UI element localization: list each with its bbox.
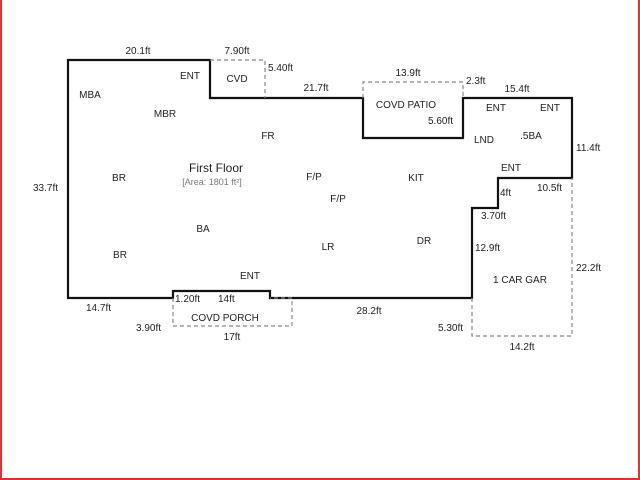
room-lnd: LND xyxy=(474,135,494,146)
room-br-upper: BR xyxy=(112,173,126,184)
dim-bottom-mid: 28.2ft xyxy=(356,306,381,317)
room-covd-patio: COVD PATIO xyxy=(376,100,436,111)
dim-patio-depth: 5.60ft xyxy=(428,116,453,127)
dim-cvd-width: 7.90ft xyxy=(224,46,249,57)
dim-porch-top: 14ft xyxy=(218,294,235,305)
dim-right-upper: 11.4ft xyxy=(576,143,600,154)
room-dr: DR xyxy=(417,236,431,247)
room-ent-mid: ENT xyxy=(501,163,521,174)
room-fp2: F/P xyxy=(330,194,346,205)
room-lr: LR xyxy=(322,242,335,253)
dim-patio-width: 13.9ft xyxy=(395,68,420,79)
room-mbr: MBR xyxy=(154,109,176,120)
room-fr: FR xyxy=(261,131,274,142)
dim-garage-right: 22.2ft xyxy=(576,263,601,274)
room-mba: MBA xyxy=(79,90,101,101)
room-kit: KIT xyxy=(408,173,424,184)
dim-step-small: 4ft xyxy=(500,188,511,199)
room-cvd: CVD xyxy=(226,74,247,85)
room-half-ba: .5BA xyxy=(520,131,542,142)
dim-porch-step: 1.20ft xyxy=(175,294,200,305)
room-br-lower: BR xyxy=(113,250,127,261)
covd-porch-outline xyxy=(172,297,293,327)
covd-patio-outline xyxy=(362,81,464,98)
dim-cvd-depth: 5.40ft xyxy=(268,63,293,74)
cvd-outline xyxy=(210,59,266,98)
dim-garage-width: 14.2ft xyxy=(509,342,534,353)
dim-garage-depth: 5.30ft xyxy=(438,323,463,334)
room-covd-porch: COVD PORCH xyxy=(191,313,259,324)
room-ent-right1: ENT xyxy=(486,103,506,114)
room-ba: BA xyxy=(196,224,210,235)
dim-garage-left: 12.9ft xyxy=(475,243,500,254)
dim-step-left: 3.70ft xyxy=(481,211,506,222)
room-ent-right2: ENT xyxy=(540,103,560,114)
plan-area: [Area: 1801 ft²] xyxy=(182,177,242,187)
dim-top-right: 15.4ft xyxy=(504,84,529,95)
dim-top-left: 20.1ft xyxy=(125,46,150,57)
dim-porch-depth: 3.90ft xyxy=(136,323,161,334)
dim-left-side: 33.7ft xyxy=(33,183,58,194)
plan-title: First Floor xyxy=(189,161,243,175)
room-fp1: F/P xyxy=(306,172,322,183)
dim-bottom-left: 14.7ft xyxy=(86,303,111,314)
dim-patio-right: 2.3ft xyxy=(466,76,486,87)
room-ent-top: ENT xyxy=(180,71,200,82)
dim-top-mid: 21.7ft xyxy=(303,83,328,94)
room-garage: 1 CAR GAR xyxy=(493,275,547,286)
dim-porch-width: 17ft xyxy=(224,332,241,343)
dim-step-right: 10.5ft xyxy=(537,183,562,194)
garage-outline xyxy=(471,178,573,337)
room-ent-bottom: ENT xyxy=(240,271,260,282)
